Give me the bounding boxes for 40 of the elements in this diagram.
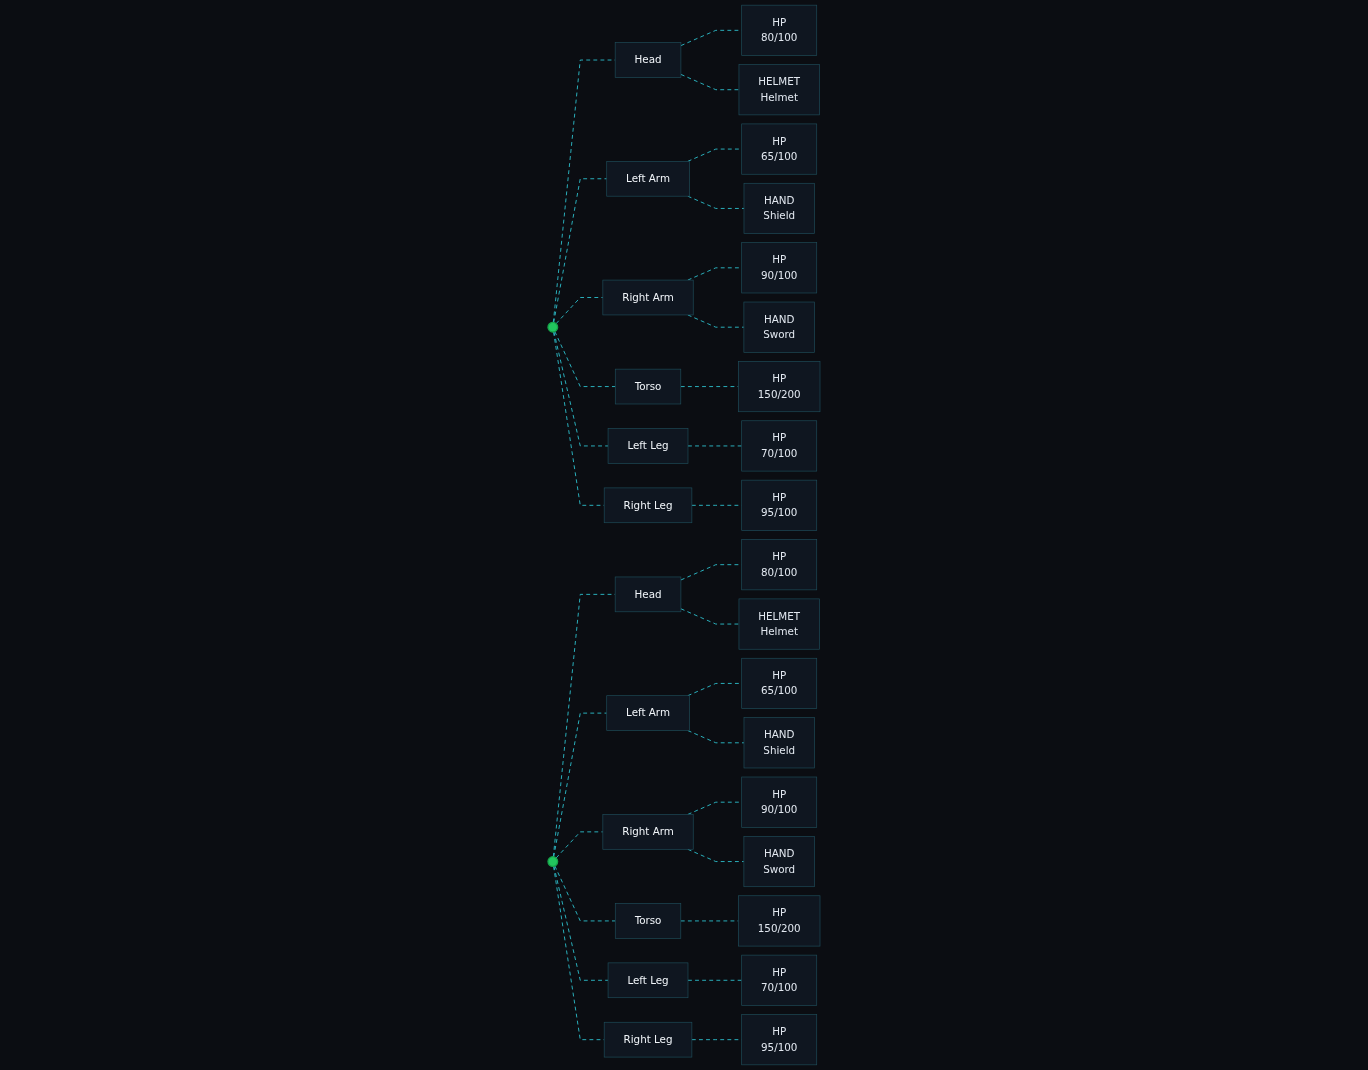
connector (554, 331, 616, 388)
node-box: Left Leg (607, 428, 689, 464)
node-box: HP 65/100 (741, 123, 818, 175)
connector (553, 712, 608, 858)
node-box: HP 65/100 (741, 657, 818, 709)
node-box: HP 70/100 (741, 954, 818, 1006)
node-box: HELMET Helmet (738, 64, 820, 116)
node-circle (547, 856, 559, 868)
node-box: HP 90/100 (741, 242, 818, 294)
connector (553, 865, 609, 981)
node-box: Left Leg (607, 962, 689, 999)
node-box: HAND Shield (743, 182, 815, 234)
node-box: Right Arm (602, 279, 694, 316)
node-circle (547, 321, 559, 333)
node-box: Head (614, 42, 682, 78)
connector (553, 331, 609, 447)
node-box: HAND Sword (743, 836, 815, 888)
node-box: HAND Shield (743, 717, 815, 769)
node-box: HP 70/100 (741, 420, 818, 472)
node-box: HP 95/100 (741, 479, 818, 531)
node-box: HELMET Helmet (738, 598, 820, 650)
node-box: Right Leg (603, 1021, 693, 1058)
node-box: HP 150/200 (738, 895, 821, 947)
connector (680, 608, 740, 625)
node-box: Left Arm (606, 695, 690, 731)
connector (554, 865, 616, 922)
connector (553, 178, 608, 323)
node-box: HP 80/100 (741, 539, 818, 591)
node-box: Right Arm (602, 814, 694, 850)
node-box: Torso (614, 903, 682, 939)
node-box: Torso (614, 368, 682, 405)
node-box: Head (614, 576, 682, 613)
node-box: HP 80/100 (741, 4, 818, 56)
node-box: HP 95/100 (741, 1014, 818, 1066)
node-box: HP 90/100 (741, 776, 818, 828)
node-box: HP 150/200 (738, 361, 821, 413)
connector (680, 73, 740, 91)
node-box: Left Arm (606, 161, 690, 197)
node-box: Right Leg (603, 487, 693, 524)
node-box: HAND Sword (743, 301, 815, 353)
